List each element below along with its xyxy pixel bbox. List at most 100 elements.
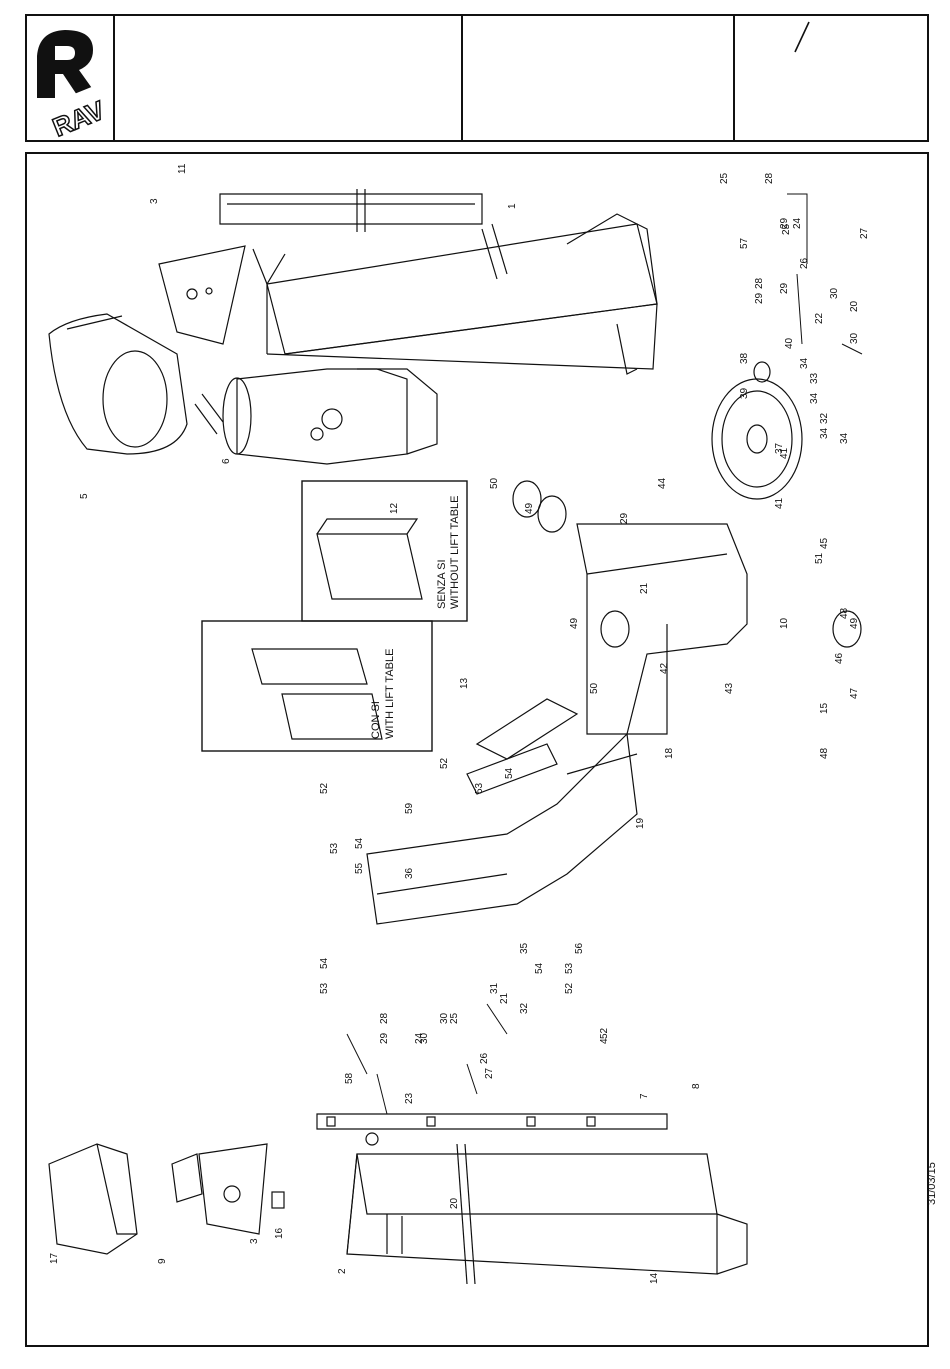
part-label: 58 <box>344 1072 355 1084</box>
part-label: 54 <box>354 837 365 849</box>
part-label: 34 <box>799 357 810 369</box>
part-label: 18 <box>664 747 675 759</box>
part-label: 29 <box>779 282 790 294</box>
part-label: 40 <box>784 337 795 349</box>
logo-cell: RAV <box>27 16 115 143</box>
part-label: 52 <box>439 757 450 769</box>
part-label: 21 <box>499 992 510 1004</box>
part-label: 2 <box>337 1268 348 1274</box>
part-label: 36 <box>404 867 415 879</box>
part-label: 17 <box>49 1252 60 1264</box>
part-label: 20 <box>849 300 860 312</box>
part-label: 29 <box>779 217 790 229</box>
part-label: 24 <box>414 1032 425 1044</box>
part-label: 19 <box>635 817 646 829</box>
part-label: 52 <box>564 982 575 994</box>
part-label: 54 <box>319 957 330 969</box>
part-label: 16 <box>274 1227 285 1239</box>
part-label: 48 <box>819 747 830 759</box>
part-label: 25 <box>449 1012 460 1024</box>
code-cell <box>463 16 735 140</box>
part-label: 41 <box>779 447 790 459</box>
part-label: 30 <box>849 332 860 344</box>
part-label: 52 <box>319 782 330 794</box>
part-label: 46 <box>834 652 845 664</box>
part-label: 30 <box>829 287 840 299</box>
part-label: 22 <box>814 312 825 324</box>
part-label: 38 <box>739 352 750 364</box>
part-label: 54 <box>504 767 515 779</box>
part-label: 23 <box>404 1092 415 1104</box>
cover-17 <box>48 1143 138 1255</box>
part-label: 31 <box>489 982 500 994</box>
part-label: 53 <box>329 842 340 854</box>
part-callouts: 1233456789101112131415161718192020212122… <box>49 163 870 1284</box>
part-label: 50 <box>489 477 500 489</box>
part-label: 15 <box>819 702 830 714</box>
pulley-36 <box>711 378 803 500</box>
part-label: 21 <box>639 582 650 594</box>
part-label: 27 <box>859 227 870 239</box>
part-label: 37 <box>774 442 785 454</box>
part-label: 33 <box>809 372 820 384</box>
part-label: 53 <box>474 782 485 794</box>
part-label: 28 <box>754 277 765 289</box>
part-label: 49 <box>849 617 860 629</box>
rollers <box>512 361 862 648</box>
part-label: 29 <box>754 292 765 304</box>
svg-text:WITH LIFT TABLE: WITH LIFT TABLE <box>384 649 396 739</box>
column-2 <box>346 1132 748 1285</box>
part-label: 30 <box>419 1032 430 1044</box>
part-label: 32 <box>819 412 830 424</box>
title-block: RAV <box>25 14 929 143</box>
part-label: 41 <box>774 497 785 509</box>
lift-table-13 <box>466 698 579 795</box>
part-label: 55 <box>354 862 365 874</box>
part-label: 35 <box>519 942 530 954</box>
svg-text:CON SI: CON SI <box>370 701 382 739</box>
part-label: 44 <box>657 477 668 489</box>
revision-mark <box>794 21 810 53</box>
part-label: 6 <box>221 458 232 464</box>
part-label: 30 <box>439 1012 450 1024</box>
part-label: 20 <box>449 1197 460 1209</box>
part-label: 8 <box>691 1083 702 1089</box>
note-with-table: CON SI WITH LIFT TABLE <box>370 649 396 739</box>
part-label: 49 <box>569 617 580 629</box>
revision-cell <box>735 16 927 140</box>
part-label: 25 <box>719 172 730 184</box>
part-label: 26 <box>799 257 810 269</box>
part-label: 54 <box>534 962 545 974</box>
base-plate-3 <box>158 245 246 345</box>
part-label: 52 <box>599 1027 610 1039</box>
part-label: 4 <box>599 1038 610 1044</box>
inset-with-table <box>201 620 433 752</box>
part-label: 50 <box>589 682 600 694</box>
part-label: 32 <box>519 1002 530 1014</box>
base-plate-3-bottom <box>171 1143 285 1235</box>
bar-4 <box>316 1113 668 1130</box>
part-label: 29 <box>379 1032 390 1044</box>
part-label: 59 <box>404 802 415 814</box>
part-label: 12 <box>389 502 400 514</box>
part-label: 14 <box>649 1272 660 1284</box>
springs-and-bolts <box>346 193 863 1115</box>
part-label: 26 <box>479 1052 490 1064</box>
part-label: 34 <box>839 432 850 444</box>
arm-19 <box>366 732 638 925</box>
part-label: 49 <box>524 502 535 514</box>
motor-pump-unit <box>194 368 438 465</box>
part-label: 45 <box>819 537 830 549</box>
arm-18 <box>576 523 748 735</box>
svg-text:SENZA SI: SENZA SI <box>436 559 448 609</box>
part-label: 42 <box>659 662 670 674</box>
part-label: 9 <box>157 1258 168 1264</box>
part-label: 28 <box>764 172 775 184</box>
part-label: 7 <box>639 1093 650 1099</box>
part-label: 34 <box>809 392 820 404</box>
part-label: 56 <box>574 942 585 954</box>
motor-cover-5 <box>48 313 188 455</box>
rav-logo-icon: RAV <box>37 30 115 143</box>
part-label: 25 <box>781 223 792 235</box>
column-1 <box>219 189 658 375</box>
